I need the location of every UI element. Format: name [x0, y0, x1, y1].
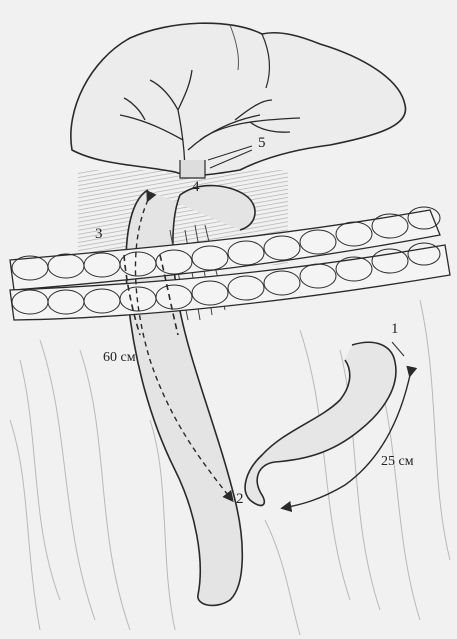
distance-60cm-label: 60 см: [103, 351, 136, 365]
label-1: 1: [391, 322, 399, 337]
liver: [71, 23, 406, 175]
distance-25cm-label: 25 см: [381, 455, 414, 469]
hepatic-duct: [180, 160, 205, 178]
label-5: 5: [258, 136, 266, 151]
afferent-limb: [245, 342, 396, 505]
label-4: 4: [192, 180, 200, 195]
label-3: 3: [95, 227, 103, 242]
label-2: 2: [236, 492, 244, 507]
